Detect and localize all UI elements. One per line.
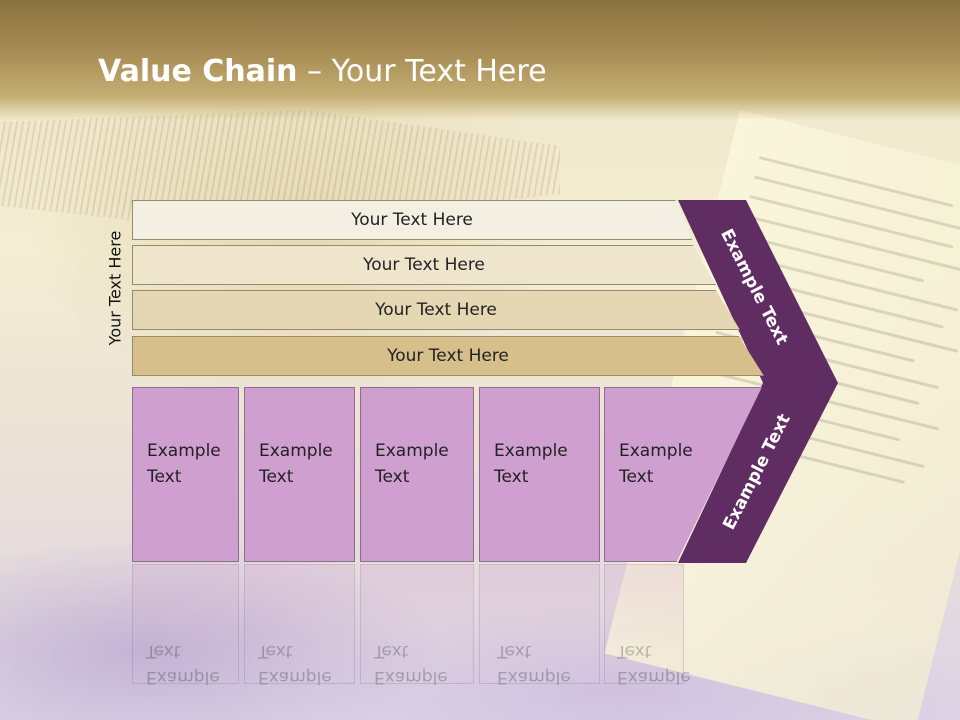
reflection-text-1b: Example	[146, 667, 220, 687]
row-bar-4: Your Text Here	[132, 336, 764, 376]
reflection-box-3	[360, 564, 474, 684]
row-label-2: Your Text Here	[363, 255, 485, 275]
row-label-4: Your Text Here	[387, 346, 509, 366]
row-label-1: Your Text Here	[351, 210, 473, 230]
title-bold: Value Chain	[98, 54, 298, 89]
box-3-line-1: Example	[375, 441, 449, 461]
example-box-2: Example Text	[244, 387, 355, 562]
row-bar-3: Your Text Here	[132, 290, 740, 330]
reflection-text-2: Text	[258, 641, 293, 661]
reflection-text-3: Text	[374, 641, 409, 661]
page-title: Value Chain – Your Text Here	[98, 54, 547, 89]
box-4-line-2: Text	[494, 467, 529, 487]
reflection-text-4b: Example	[497, 667, 571, 687]
reflection-box-5	[604, 564, 684, 684]
reflection-text-5b: Example	[617, 667, 691, 687]
chevron-shape	[678, 200, 838, 563]
reflection-text-5: Text	[617, 641, 652, 661]
reflection-text-2b: Example	[258, 667, 332, 687]
box-2-line-2: Text	[259, 467, 294, 487]
example-box-4: Example Text	[479, 387, 600, 562]
box-3-line-2: Text	[375, 467, 410, 487]
title-rest: – Your Text Here	[297, 54, 547, 89]
row-bar-2: Your Text Here	[132, 245, 716, 285]
box-5-line-1: Example	[619, 441, 693, 461]
reflection-box-4	[479, 564, 600, 684]
reflection-text-1: Text	[146, 641, 181, 661]
reflection-box-2	[244, 564, 355, 684]
box-2-line-1: Example	[259, 441, 333, 461]
row-label-3: Your Text Here	[375, 300, 497, 320]
reflection-text-3b: Example	[374, 667, 448, 687]
row-bar-1: Your Text Here	[132, 200, 692, 240]
reflection-box-1	[132, 564, 239, 684]
example-box-3: Example Text	[360, 387, 474, 562]
header-band	[0, 0, 960, 120]
reflection: Text Example Text Example Text Example T…	[0, 564, 960, 720]
box-5-line-2: Text	[619, 467, 654, 487]
example-box-1: Example Text	[132, 387, 239, 562]
box-1-line-2: Text	[147, 467, 182, 487]
box-1-line-1: Example	[147, 441, 221, 461]
reflection-text-4: Text	[497, 641, 532, 661]
box-4-line-1: Example	[494, 441, 568, 461]
